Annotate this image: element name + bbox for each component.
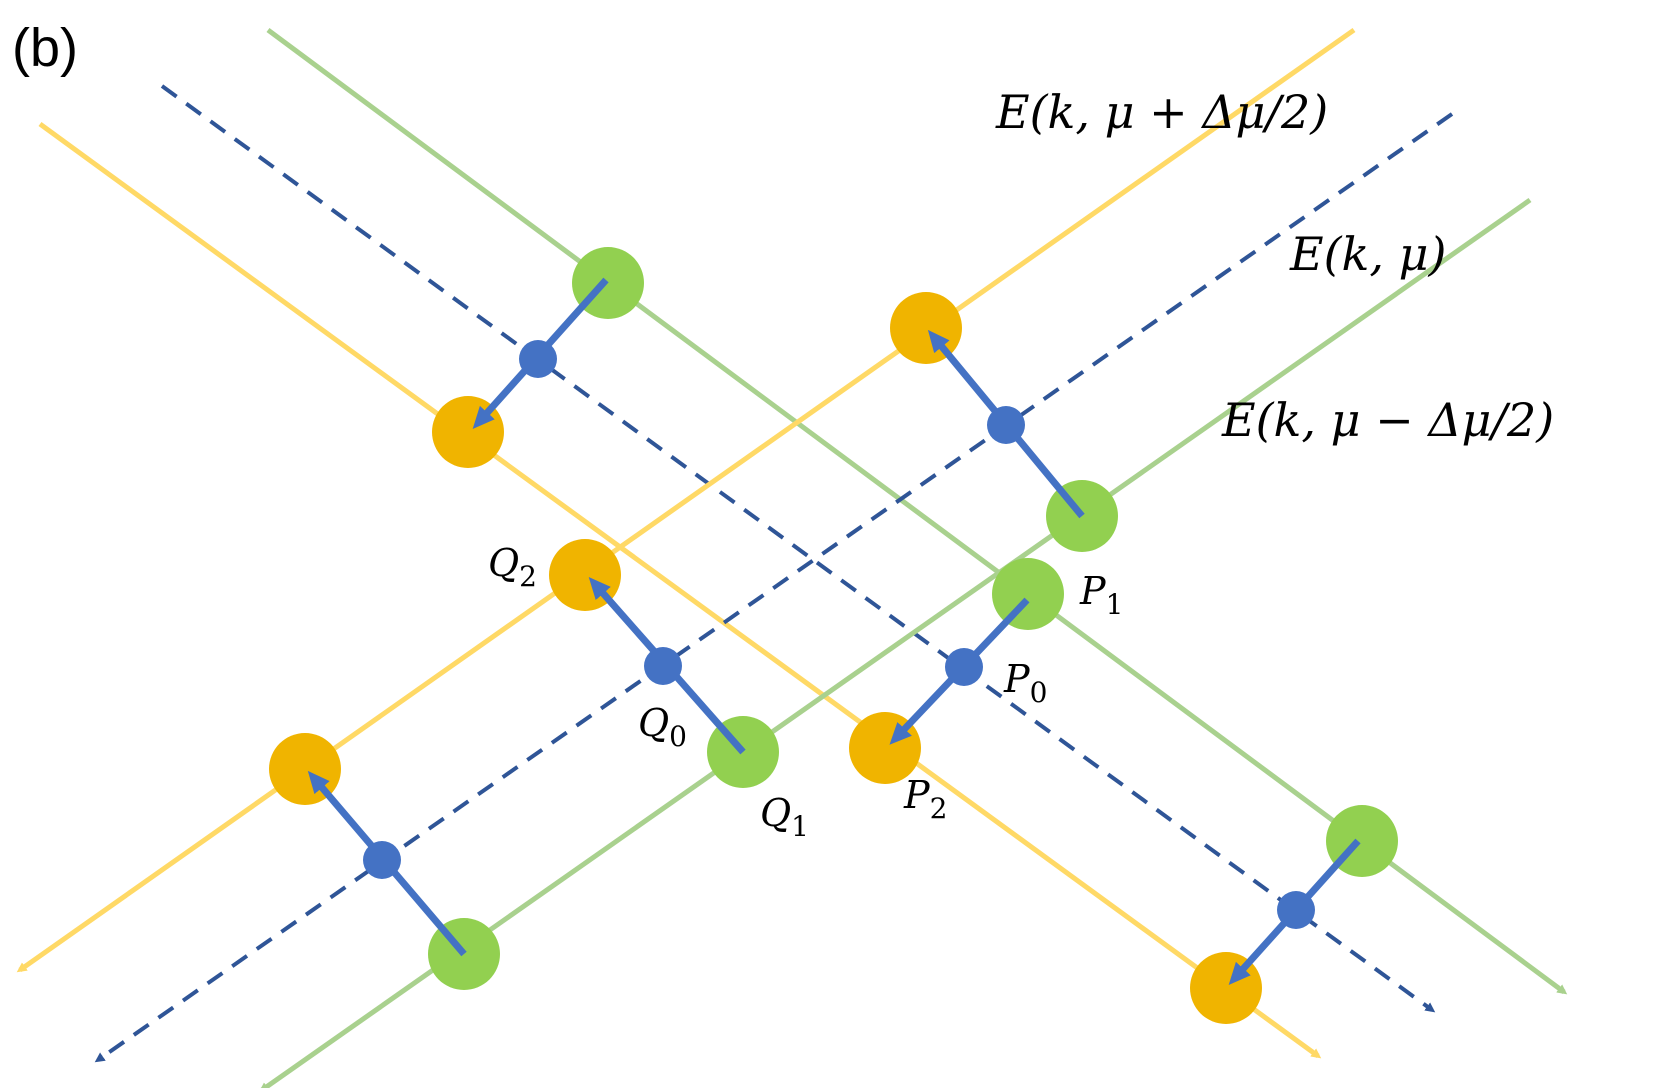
blue-dot — [519, 340, 557, 378]
curve-label-lower: E(k, μ − Δμ/2) — [1221, 393, 1554, 447]
q-triplet — [549, 539, 779, 788]
point-label-p2: P2 — [903, 773, 947, 825]
p-triplet — [849, 558, 1064, 784]
top-right-pair — [890, 292, 1118, 552]
point-label-p1: P1 — [1079, 569, 1123, 621]
curve-label-middle: E(k, μ) — [1289, 227, 1447, 281]
point-label-p0: P0 — [1003, 657, 1047, 709]
point-label-q0: Q0 — [638, 701, 687, 753]
panel-label: (b) — [12, 18, 78, 78]
bottom-left-pair — [269, 733, 500, 990]
blue-dashed-descending-line — [160, 84, 1436, 1013]
green-dot-p1 — [992, 558, 1064, 630]
blue-dot-q0 — [644, 647, 682, 685]
blue-dot — [363, 841, 401, 879]
point-label-q2: Q2 — [488, 541, 537, 593]
blue-dot — [1277, 891, 1315, 929]
blue-dot-p0 — [945, 648, 983, 686]
top-left-pair — [432, 247, 644, 468]
curve-label-upper: E(k, μ + Δμ/2) — [995, 85, 1328, 139]
bottom-right-pair — [1190, 805, 1398, 1024]
blue-dashed-ascending-line — [94, 112, 1454, 1063]
point-label-q1: Q1 — [760, 791, 809, 843]
blue-dot — [987, 406, 1025, 444]
yellow-ascending-line — [16, 27, 1356, 973]
yellow-descending-line — [38, 121, 1322, 1059]
